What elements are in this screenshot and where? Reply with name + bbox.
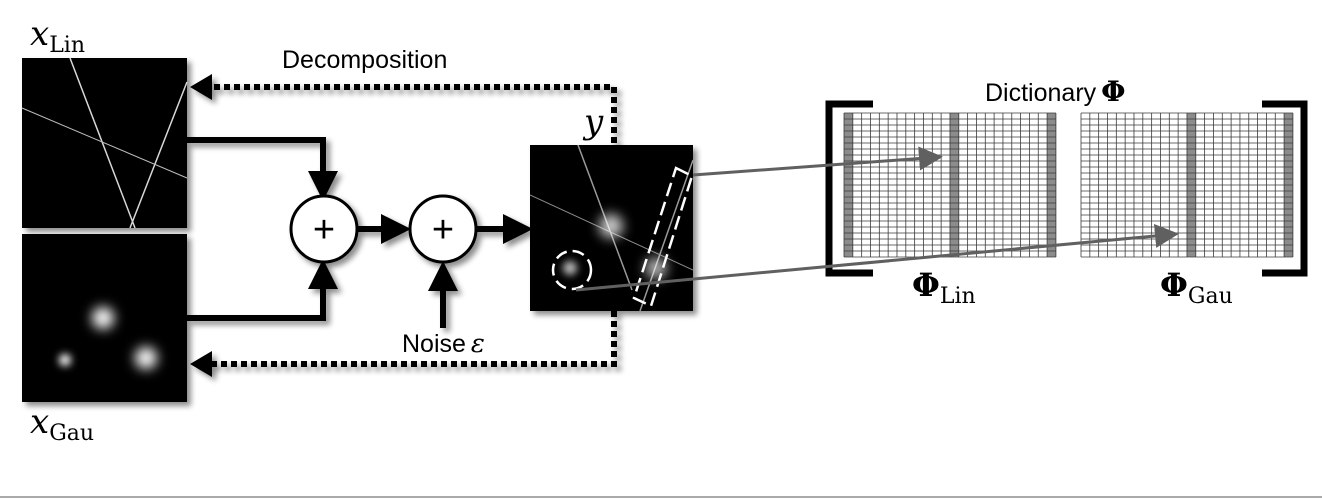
x-gau-blobs [59,307,157,369]
dictionary-brackets [825,100,1308,277]
plus-sign-2: + [432,209,454,251]
y-label: y [582,102,604,142]
plus-node-2 [408,194,478,264]
x-lin-lines [21,57,188,229]
x-gau-label: xGau [30,402,94,446]
y-image-content [530,145,693,311]
pointer-arrows [575,146,1179,292]
flow-arrows [187,137,533,328]
decomposition-label: Decomposition [282,46,447,74]
dictionary-block-gau [1080,112,1294,258]
x-lin-label: xLin [30,14,85,58]
decomposition-arrows [190,74,617,377]
plus-sign-1: + [313,209,335,251]
phi-gau-label: ΦGau [1160,266,1233,309]
plus-node-1 [289,194,359,264]
phi-lin-label: ΦLin [912,266,976,309]
dictionary-block-lin [843,112,1057,258]
